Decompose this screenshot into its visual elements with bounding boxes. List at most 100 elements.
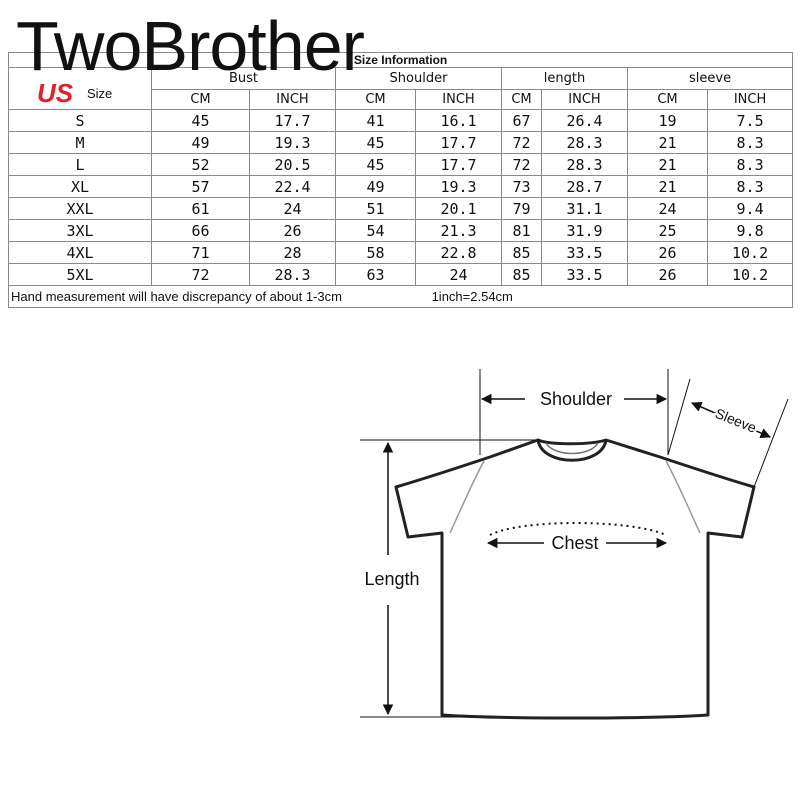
- conversion-note: 1inch=2.54cm: [431, 289, 513, 304]
- unit-inch-header: INCH: [541, 89, 628, 110]
- bust-cm-cell: 72: [151, 263, 250, 286]
- sleeve-cm-cell: 21: [627, 175, 708, 198]
- sleeve-inch-cell: 10.2: [706, 263, 794, 286]
- measurement-note: Hand measurement will have discrepancy o…: [11, 289, 342, 304]
- length-inch-cell: 28.3: [541, 153, 628, 176]
- length-inch-cell: 33.5: [541, 241, 628, 264]
- size-cell: 4XL: [8, 241, 152, 264]
- sleeve-label: Sleeve: [713, 405, 759, 436]
- bust-cm-cell: 45: [151, 109, 250, 132]
- sleeve-cm-cell: 19: [627, 109, 708, 132]
- table-note-row: Hand measurement will have discrepancy o…: [7, 285, 794, 308]
- sleeve-inch-cell: 8.3: [706, 175, 794, 198]
- shoulder-cm-cell: 58: [335, 241, 416, 264]
- shoulder-inch-cell: 17.7: [415, 153, 502, 176]
- bust-inch-cell: 24: [249, 197, 336, 220]
- sleeve-cm-cell: 26: [627, 263, 708, 286]
- shoulder-cm-cell: 41: [335, 109, 416, 132]
- shoulder-inch-cell: 24: [415, 263, 502, 286]
- sleeve-cm-cell: 21: [627, 153, 708, 176]
- length-inch-cell: 28.3: [541, 131, 628, 154]
- sleeve-arrow: [691, 401, 771, 439]
- unit-inch-header: INCH: [706, 89, 794, 110]
- size-cell: L: [8, 153, 152, 176]
- length-cm-cell: 67: [501, 109, 542, 132]
- length-cm-cell: 79: [501, 197, 542, 220]
- sleeve-inch-cell: 7.5: [706, 109, 794, 132]
- bust-inch-cell: 20.5: [249, 153, 336, 176]
- table-note-cell: Hand measurement will have discrepancy o…: [7, 285, 794, 308]
- unit-cm-header: CM: [627, 89, 708, 110]
- bust-cm-cell: 57: [151, 175, 250, 198]
- length-inch-cell: 31.1: [541, 197, 628, 220]
- shoulder-cm-cell: 54: [335, 219, 416, 242]
- us-tag: US: [37, 78, 74, 108]
- bust-cm-cell: 49: [151, 131, 250, 154]
- shoulder-inch-cell: 21.3: [415, 219, 502, 242]
- shoulder-cm-cell: 45: [335, 131, 416, 154]
- sleeve-cm-cell: 25: [627, 219, 708, 242]
- shoulder-inch-cell: 17.7: [415, 131, 502, 154]
- length-cm-cell: 85: [501, 263, 542, 286]
- length-header: length: [501, 67, 628, 90]
- sleeve-inch-cell: 8.3: [706, 131, 794, 154]
- sleeve-cm-cell: 21: [627, 131, 708, 154]
- size-cell: XL: [8, 175, 152, 198]
- sleeve-inch-cell: 10.2: [706, 241, 794, 264]
- length-cm-cell: 85: [501, 241, 542, 264]
- bust-cm-cell: 52: [151, 153, 250, 176]
- shoulder-inch-cell: 16.1: [415, 109, 502, 132]
- tshirt-diagram-svg: Shoulder Sleeve Chest Length: [360, 369, 789, 720]
- bust-inch-cell: 19.3: [249, 131, 336, 154]
- bust-inch-cell: 28.3: [249, 263, 336, 286]
- tshirt-outline: [394, 438, 756, 720]
- size-header-cell: US Size: [8, 67, 152, 110]
- tshirt-measurement-diagram: Shoulder Sleeve Chest Length: [350, 355, 800, 755]
- shoulder-cm-cell: 49: [335, 175, 416, 198]
- size-cell: 5XL: [8, 263, 152, 286]
- unit-inch-header: INCH: [415, 89, 502, 110]
- right-sleeve-seam: [665, 460, 701, 534]
- bust-inch-cell: 28: [249, 241, 336, 264]
- sleeve-inch-cell: 9.4: [706, 197, 794, 220]
- length-label: Length: [364, 569, 419, 589]
- size-cell: M: [8, 131, 152, 154]
- tshirt-collar: [536, 439, 608, 462]
- length-cm-cell: 81: [501, 219, 542, 242]
- sleeve-inch-cell: 9.8: [706, 219, 794, 242]
- table-group-header-row: US Size Bust Shoulder length sleeve: [8, 67, 794, 110]
- sleeve-inch-cell: 8.3: [706, 153, 794, 176]
- sleeve-header: sleeve: [626, 67, 794, 90]
- bust-cm-cell: 61: [151, 197, 250, 220]
- size-column-header: Size: [87, 86, 113, 101]
- chest-label: Chest: [551, 533, 598, 553]
- brand-logo: TwoBrother: [16, 7, 365, 85]
- length-cm-cell: 72: [501, 153, 542, 176]
- unit-cm-header: CM: [501, 89, 542, 110]
- unit-cm-header: CM: [335, 89, 416, 110]
- left-sleeve-seam: [449, 460, 485, 534]
- bust-cm-cell: 71: [151, 241, 250, 264]
- shoulder-cm-cell: 63: [335, 263, 416, 286]
- shoulder-cm-cell: 45: [335, 153, 416, 176]
- length-inch-cell: 33.5: [541, 263, 628, 286]
- length-cm-cell: 72: [501, 131, 542, 154]
- length-inch-cell: 31.9: [541, 219, 628, 242]
- size-cell: 3XL: [8, 219, 152, 242]
- shoulder-inch-cell: 22.8: [415, 241, 502, 264]
- bust-cm-cell: 66: [151, 219, 250, 242]
- sleeve-cm-cell: 26: [627, 241, 708, 264]
- size-cell: XXL: [8, 197, 152, 220]
- length-cm-cell: 73: [501, 175, 542, 198]
- bust-inch-cell: 22.4: [249, 175, 336, 198]
- shoulder-inch-cell: 20.1: [415, 197, 502, 220]
- bust-inch-cell: 17.7: [249, 109, 336, 132]
- unit-inch-header: INCH: [249, 89, 336, 110]
